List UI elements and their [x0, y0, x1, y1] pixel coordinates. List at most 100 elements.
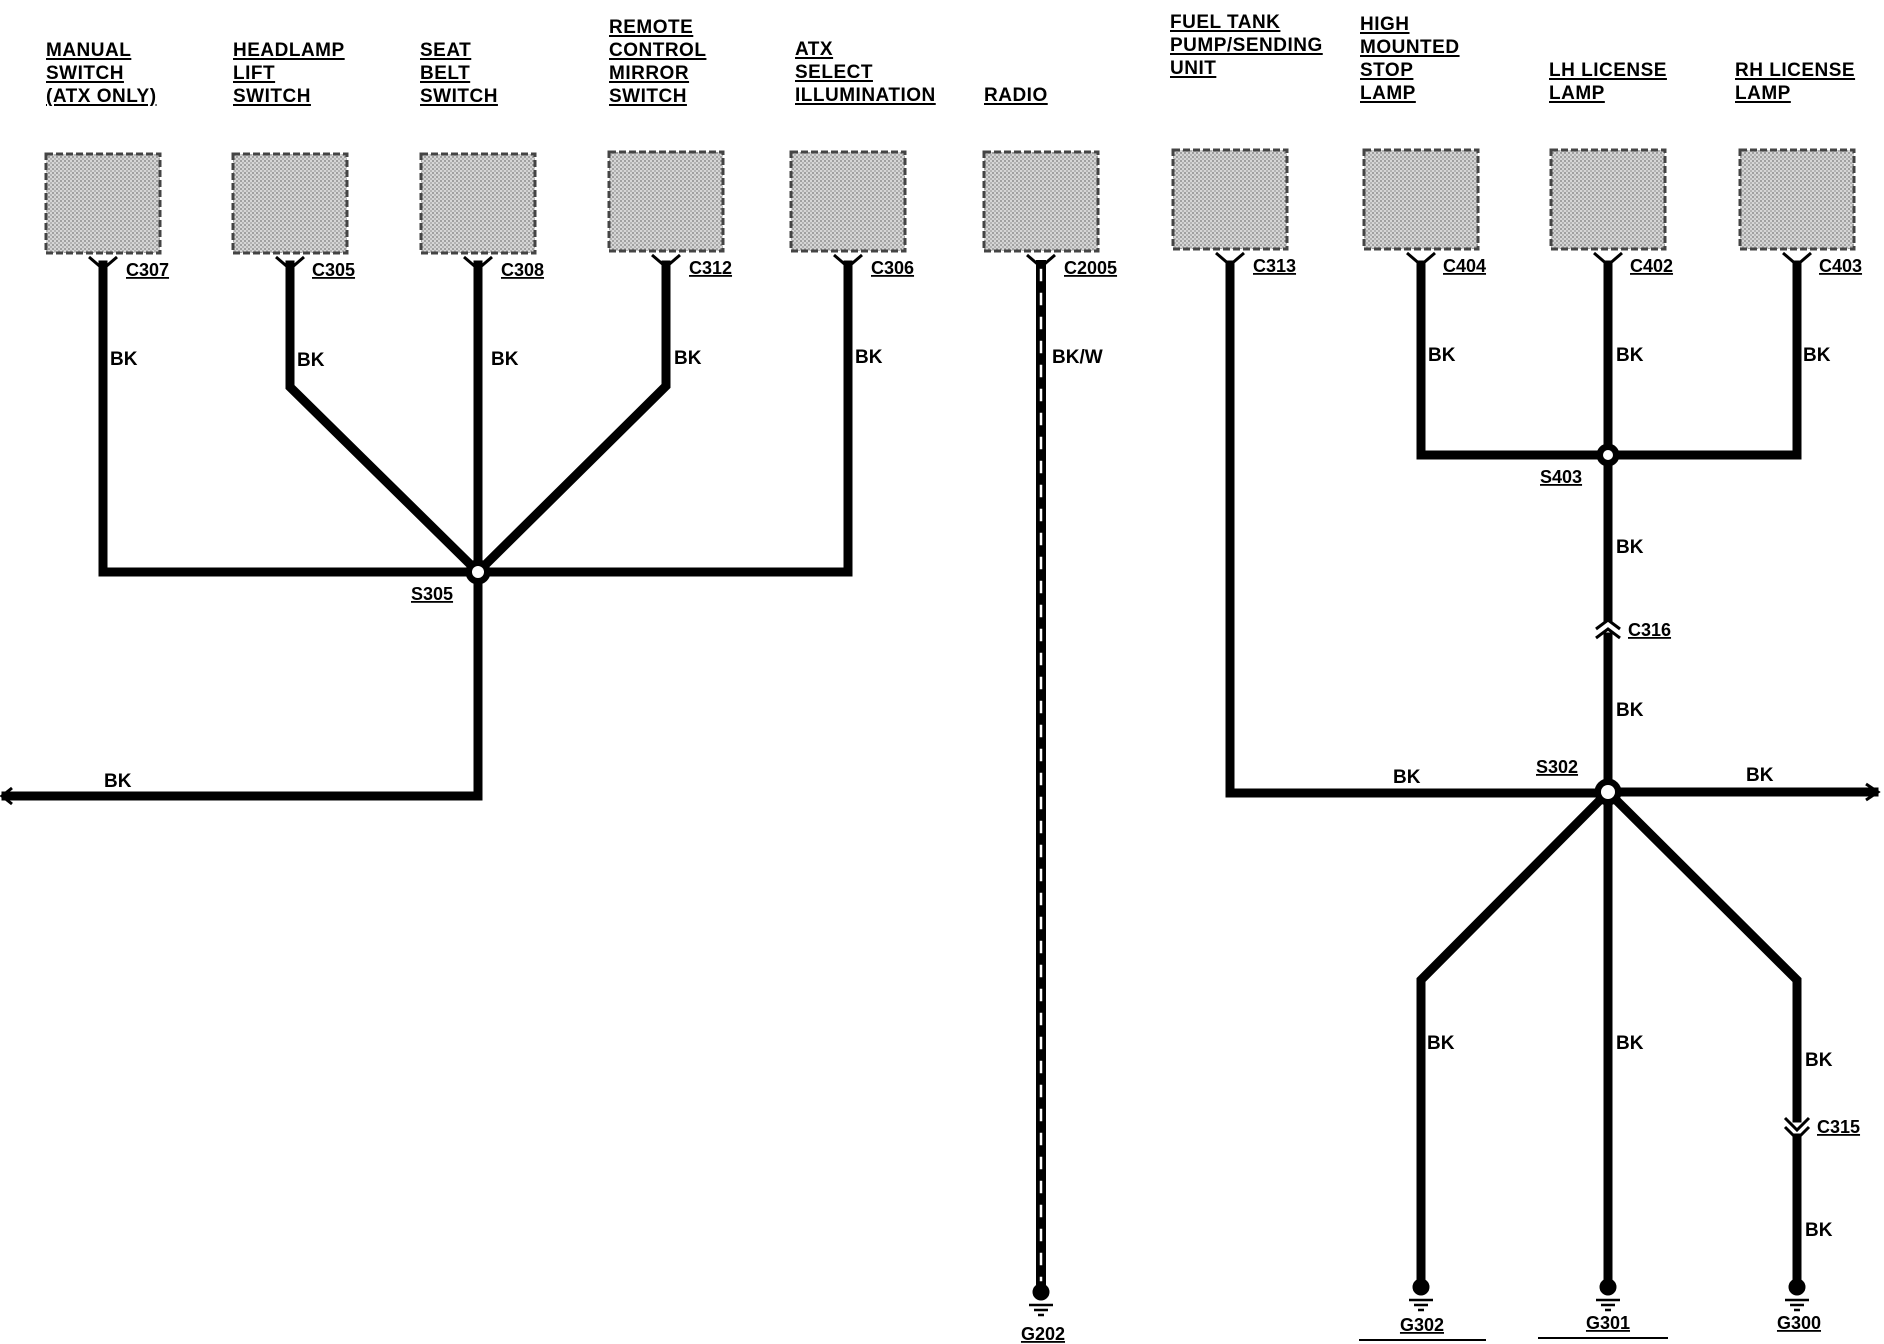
lh-license-lamp-connector-label: C402: [1630, 256, 1673, 276]
seat-belt-switch-label-line: SWITCH: [420, 86, 498, 107]
s302-splice-center: [1601, 785, 1615, 799]
fuel-tank-pump-sending-unit-label-line: PUMP/SENDING: [1170, 35, 1323, 56]
wire-color-label: BK: [855, 347, 883, 368]
headlamp-lift-switch-connector-symbol: [275, 255, 305, 271]
wire-c404-s403: [1416, 260, 1613, 460]
wire-color-label: BK: [491, 349, 519, 370]
lh-license-lamp-label-line: LAMP: [1549, 83, 1605, 104]
fuel-tank-pump-sending-unit-label-line: UNIT: [1170, 58, 1217, 79]
high-mounted-stop-lamp-connector-symbol: [1406, 251, 1436, 267]
fuel-tank-pump-sending-unit-connector-symbol: [1215, 251, 1245, 267]
headlamp-lift-switch-label-line: SWITCH: [233, 86, 311, 107]
wire-color-label: BK: [674, 348, 702, 369]
g302-ground-label: G302: [1400, 1315, 1444, 1335]
wire-color-label: BK: [104, 771, 132, 792]
wire-color-label-bkw: BK/W: [1052, 347, 1103, 368]
wire-color-label: BK: [1805, 1050, 1833, 1071]
high-mounted-stop-lamp-component: [1362, 148, 1480, 251]
lh-license-lamp-label-line: LH LICENSE: [1549, 60, 1667, 81]
high-mounted-stop-lamp-connector-label: C404: [1443, 256, 1486, 276]
wire-c307-s305: [98, 260, 483, 577]
wire-color-label: BK: [110, 349, 138, 370]
rh-license-lamp-connector-symbol: [1782, 251, 1812, 267]
manual-switch-label-line: SWITCH: [46, 63, 124, 84]
rh-license-lamp-label-line: LAMP: [1735, 83, 1791, 104]
atx-select-illumination-label-line: ILLUMINATION: [795, 85, 936, 106]
wire-c403-s403: [1603, 260, 1802, 460]
wire-color-label: BK: [1616, 1033, 1644, 1054]
manual-switch-component: [44, 152, 162, 255]
s305-splice-center: [472, 566, 484, 578]
lh-license-lamp-connector-symbol: [1593, 251, 1623, 267]
remote-control-mirror-switch-label-line: MIRROR: [609, 63, 690, 84]
wire-end-right: [1865, 782, 1881, 802]
g301-ground-label: G301: [1586, 1313, 1630, 1333]
atx-select-illumination-connector-label: C306: [871, 258, 914, 278]
wire-color-label: BK: [1803, 345, 1831, 366]
wire-c313-s302: [1225, 260, 1613, 798]
atx-select-illumination-label-line: SELECT: [795, 62, 873, 83]
wire-color-label: BK: [1616, 345, 1644, 366]
wire-color-label: BK: [297, 350, 325, 371]
remote-control-mirror-switch-label-line: SWITCH: [609, 86, 687, 107]
radio-component: [982, 150, 1100, 253]
manual-switch-label-line: MANUAL: [46, 40, 132, 61]
manual-switch-connector-label: C307: [126, 260, 169, 280]
seat-belt-switch-connector-symbol: [463, 255, 493, 271]
wire-s302-c315: [1601, 785, 1802, 1123]
atx-select-illumination-component: [789, 150, 907, 253]
high-mounted-stop-lamp-label-line: HIGH: [1360, 14, 1410, 35]
radio-label-line: RADIO: [984, 85, 1048, 106]
s403-splice-center: [1603, 450, 1613, 460]
s403-label: S403: [1540, 467, 1582, 487]
c316-inline-connector-lower: [1595, 627, 1621, 640]
remote-control-mirror-switch-label-line: REMOTE: [609, 17, 694, 38]
radio-connector-label: C2005: [1064, 258, 1117, 278]
g300-ground-label: G300: [1777, 1313, 1821, 1333]
rh-license-lamp-label-line: RH LICENSE: [1735, 60, 1856, 81]
seat-belt-switch-label-line: BELT: [420, 63, 471, 84]
headlamp-lift-switch-label-line: HEADLAMP: [233, 40, 345, 61]
wire-color-label: BK: [1428, 345, 1456, 366]
wire-s302-g302: [1416, 785, 1615, 1285]
remote-control-mirror-switch-connector-label: C312: [689, 258, 732, 278]
g202-ground-terminal: [1032, 1283, 1050, 1301]
wire-color-label: BK: [1805, 1220, 1833, 1241]
headlamp-lift-switch-component: [231, 152, 349, 255]
g301-ground-terminal: [1599, 1278, 1617, 1296]
g302-ground-terminal: [1412, 1278, 1430, 1296]
remote-control-mirror-switch-component: [607, 150, 725, 253]
c315-label: C315: [1817, 1117, 1860, 1137]
wire-c312-s305: [471, 260, 671, 579]
radio-label: RADIO: [984, 84, 1048, 107]
wire-c306-s305: [473, 260, 853, 577]
wire-c305-s305: [285, 260, 485, 579]
wire-end-left: [0, 786, 13, 806]
fuel-tank-pump-sending-unit-connector-label: C313: [1253, 256, 1296, 276]
fuel-tank-pump-sending-unit-component: [1171, 148, 1289, 251]
c315-inline-lower: [1783, 1125, 1811, 1142]
headlamp-lift-switch-label-line: LIFT: [233, 63, 276, 84]
wire-color-label: BK: [1427, 1033, 1455, 1054]
atx-select-illumination-label-line: ATX: [795, 39, 834, 60]
remote-control-mirror-switch-connector-symbol: [651, 253, 681, 269]
wire-color-label: BK: [1616, 700, 1644, 721]
seat-belt-switch-connector-label: C308: [501, 260, 544, 280]
s302-label: S302: [1536, 757, 1578, 777]
c315-inline-upper: [1783, 1116, 1811, 1133]
g202-ground-label: G202: [1021, 1324, 1065, 1344]
remote-control-mirror-switch-label-line: CONTROL: [609, 40, 707, 61]
wire-s305-out: [1, 567, 483, 801]
atx-select-illumination-connector-symbol: [833, 253, 863, 269]
rh-license-lamp-connector-label: C403: [1819, 256, 1862, 276]
manual-switch-connector-symbol: [88, 255, 118, 271]
seat-belt-switch-component: [419, 152, 537, 255]
